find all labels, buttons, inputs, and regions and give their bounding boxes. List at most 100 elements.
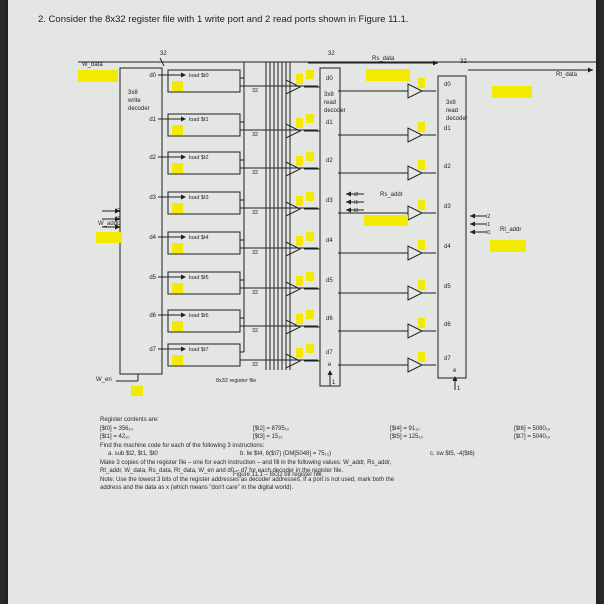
rs-dec-highlight-2 — [306, 152, 314, 161]
rs-out-highlight-2 — [296, 156, 303, 166]
rt-out-highlight-7 — [418, 352, 425, 362]
w-addr-bit-2: i0 — [116, 224, 120, 230]
decoder-out-highlight-0 — [172, 81, 183, 91]
rt-buffer-5 — [407, 285, 424, 301]
rs-decoder-out-5: d5 — [326, 278, 333, 284]
rt-addr-bit-2: i0 — [486, 230, 490, 236]
rs-decoder-out-2: d2 — [326, 158, 333, 164]
rs-data-highlight — [366, 69, 410, 81]
reg-width-4: 32 — [252, 250, 258, 256]
register-t7: [$t7] = 5040₁₀ — [514, 434, 551, 440]
rs-buffer-7 — [285, 353, 302, 369]
load-arrow-6 — [181, 312, 186, 318]
load-label-5: load $t5 — [189, 275, 209, 281]
decoder-out-highlight-5 — [172, 283, 183, 293]
rt-enable-label: e — [453, 368, 457, 374]
figure-caption: Figure 11.1 – 8x32 bit register file. — [233, 472, 324, 478]
rs-decoder-out-3: d3 — [326, 198, 333, 204]
rs-dec-highlight-6 — [306, 310, 314, 319]
rs-decoder-out-7: d7 — [326, 350, 333, 356]
registers-heading: Register contents are: — [100, 417, 159, 423]
rs-dec-highlight-7 — [306, 344, 314, 353]
load-arrow-7 — [181, 346, 186, 352]
rs-dec-highlight-1 — [306, 114, 314, 123]
load-arrow-2 — [181, 154, 186, 160]
register-t5: [$t5] = 125₁₀ — [390, 434, 424, 440]
rt-out-highlight-5 — [418, 280, 425, 290]
rt-enable-value: 1 — [457, 386, 461, 392]
reg-width-5: 32 — [252, 290, 258, 296]
write-decoder-out-0: d0 — [149, 73, 156, 79]
rs-addr-bit-0: i2 — [354, 192, 358, 198]
load-label-6: load $t6 — [189, 313, 209, 319]
load-label-2: load $t2 — [189, 155, 209, 161]
rs-enable-value: 1 — [332, 380, 336, 386]
rt-addr-label: Rt_addr — [500, 227, 521, 233]
load-label-3: load $t3 — [189, 195, 209, 201]
rt-out-highlight-0 — [418, 78, 425, 88]
question-title: 2. Consider the 8x32 register file with … — [38, 14, 409, 25]
load-arrow-1 — [181, 116, 186, 122]
load-label-0: load $t0 — [189, 73, 209, 79]
decoder-out-highlight-7 — [172, 355, 183, 365]
rs-dec-highlight-0 — [306, 70, 314, 79]
rs-read-decoder-label-1: read — [324, 100, 336, 106]
rs-out-highlight-7 — [296, 348, 303, 358]
load-arrow-4 — [181, 234, 186, 240]
rs-buffer-5 — [285, 281, 302, 297]
instructions-prompt: Find the machine code for each of the fo… — [100, 442, 265, 449]
write-decoder-out-6: d6 — [149, 313, 156, 319]
w-data-width: 32 — [160, 51, 167, 57]
rs-buffer-4 — [285, 241, 302, 257]
rt-data-width: 32 — [460, 59, 467, 65]
rt-decoder-out-6: d6 — [444, 322, 451, 328]
decoder-out-highlight-2 — [172, 163, 183, 173]
write-decoder-out-7: d7 — [149, 347, 156, 353]
load-label-7: load $t7 — [189, 347, 209, 353]
rs-buffer-0 — [285, 79, 302, 95]
copies-instruction: Make 3 copies of the register file – one… — [100, 459, 392, 466]
register-4 — [167, 231, 241, 255]
register-2 — [167, 151, 241, 175]
write-decoder-label-0: 3x8 — [128, 90, 138, 96]
rt-buffer-4 — [407, 245, 424, 261]
decoder-out-highlight-1 — [172, 125, 183, 135]
register-5 — [167, 271, 241, 295]
rt-addr-bit-1: i1 — [486, 222, 490, 228]
rs-buffer-1 — [285, 123, 302, 139]
rt-buffer-3 — [407, 205, 424, 221]
rt-out-highlight-1 — [418, 122, 425, 132]
register-t0: [$t0] = 356₁₀ — [100, 425, 134, 432]
rt-read-decoder — [437, 75, 467, 379]
register-3 — [167, 191, 241, 215]
register-file-figure: W_data32Rs_data32Rt_data323x8writedecode… — [78, 51, 596, 396]
rs-decoder-out-0: d0 — [326, 76, 333, 82]
register-t2: [$t2] = 8795₁₀ — [253, 425, 290, 432]
rs-data-arrow — [433, 60, 438, 66]
register-t4: [$t4] = 91₁₀ — [390, 425, 420, 432]
rt-buffer-2 — [407, 165, 424, 181]
load-label-4: load $t4 — [189, 235, 209, 241]
instruction-c: c. sw $t5, -4($t6) — [430, 451, 475, 457]
register-6 — [167, 309, 241, 333]
note-line-2: address and the data as x (which means "… — [100, 485, 294, 491]
load-arrow-3 — [181, 194, 186, 200]
rs-enable-label: e — [328, 362, 332, 368]
write-decoder-label-2: decoder — [128, 106, 150, 112]
reg-width-2: 32 — [252, 170, 258, 176]
reg-width-1: 32 — [252, 132, 258, 138]
rt-decoder-out-1: d1 — [444, 126, 451, 132]
rs-out-highlight-0 — [296, 74, 303, 84]
rs-read-decoder-label-2: decoder — [324, 108, 346, 114]
rt-buffer-1 — [407, 127, 424, 143]
rt-decoder-out-5: d5 — [444, 284, 451, 290]
write-decoder-out-3: d3 — [149, 195, 156, 201]
rt-addr-bit-0: i2 — [486, 214, 490, 220]
decoder-out-highlight-3 — [172, 203, 183, 213]
instruction-b: b. lw $t4, 8($t7) (DM[5048] = 75₁₀) — [240, 451, 332, 457]
rs-addr-bit-1: i1 — [354, 200, 358, 206]
rs-out-highlight-1 — [296, 118, 303, 128]
write-decoder — [119, 67, 163, 375]
rt-out-highlight-6 — [418, 318, 425, 328]
rs-dec-highlight-3 — [306, 192, 314, 201]
